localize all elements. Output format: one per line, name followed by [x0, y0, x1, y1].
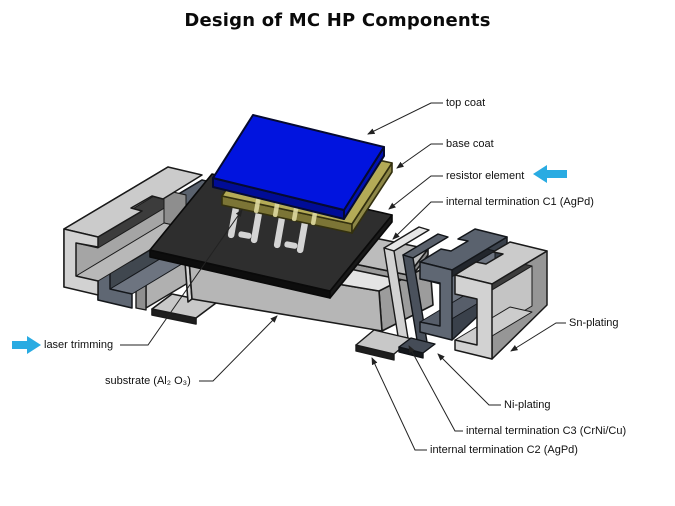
callout-top-coat: top coat: [446, 97, 486, 109]
callout-ni-plating: Ni-plating: [504, 399, 551, 411]
sn-plating-right-channel: [454, 241, 548, 360]
termination-c3-plate: [398, 233, 449, 359]
callout-base-coat: base coat: [446, 138, 494, 150]
leader-lines: [120, 102, 566, 451]
callout-substrate: substrate (Al₂ O₃): [105, 375, 191, 387]
callout-termination-c1: internal termination C1 (AgPd): [446, 196, 594, 208]
page-title: Design of MC HP Components: [184, 10, 491, 31]
callout-sn-plating: Sn-plating: [569, 317, 619, 329]
laser-trimming-highlight-arrow-icon: [12, 336, 41, 354]
sn-plating-left-channel: [63, 166, 203, 296]
callout-termination-c3: internal termination C3 (CrNi/Cu): [466, 425, 627, 437]
top-coat-layer: [212, 114, 385, 220]
callout-termination-c2: internal termination C2 (AgPd): [430, 444, 578, 456]
callout-resistor-element: resistor element: [446, 170, 525, 182]
resistor-element-highlight-arrow-icon: [533, 165, 567, 183]
callout-laser-trimming: laser trimming: [44, 339, 114, 351]
